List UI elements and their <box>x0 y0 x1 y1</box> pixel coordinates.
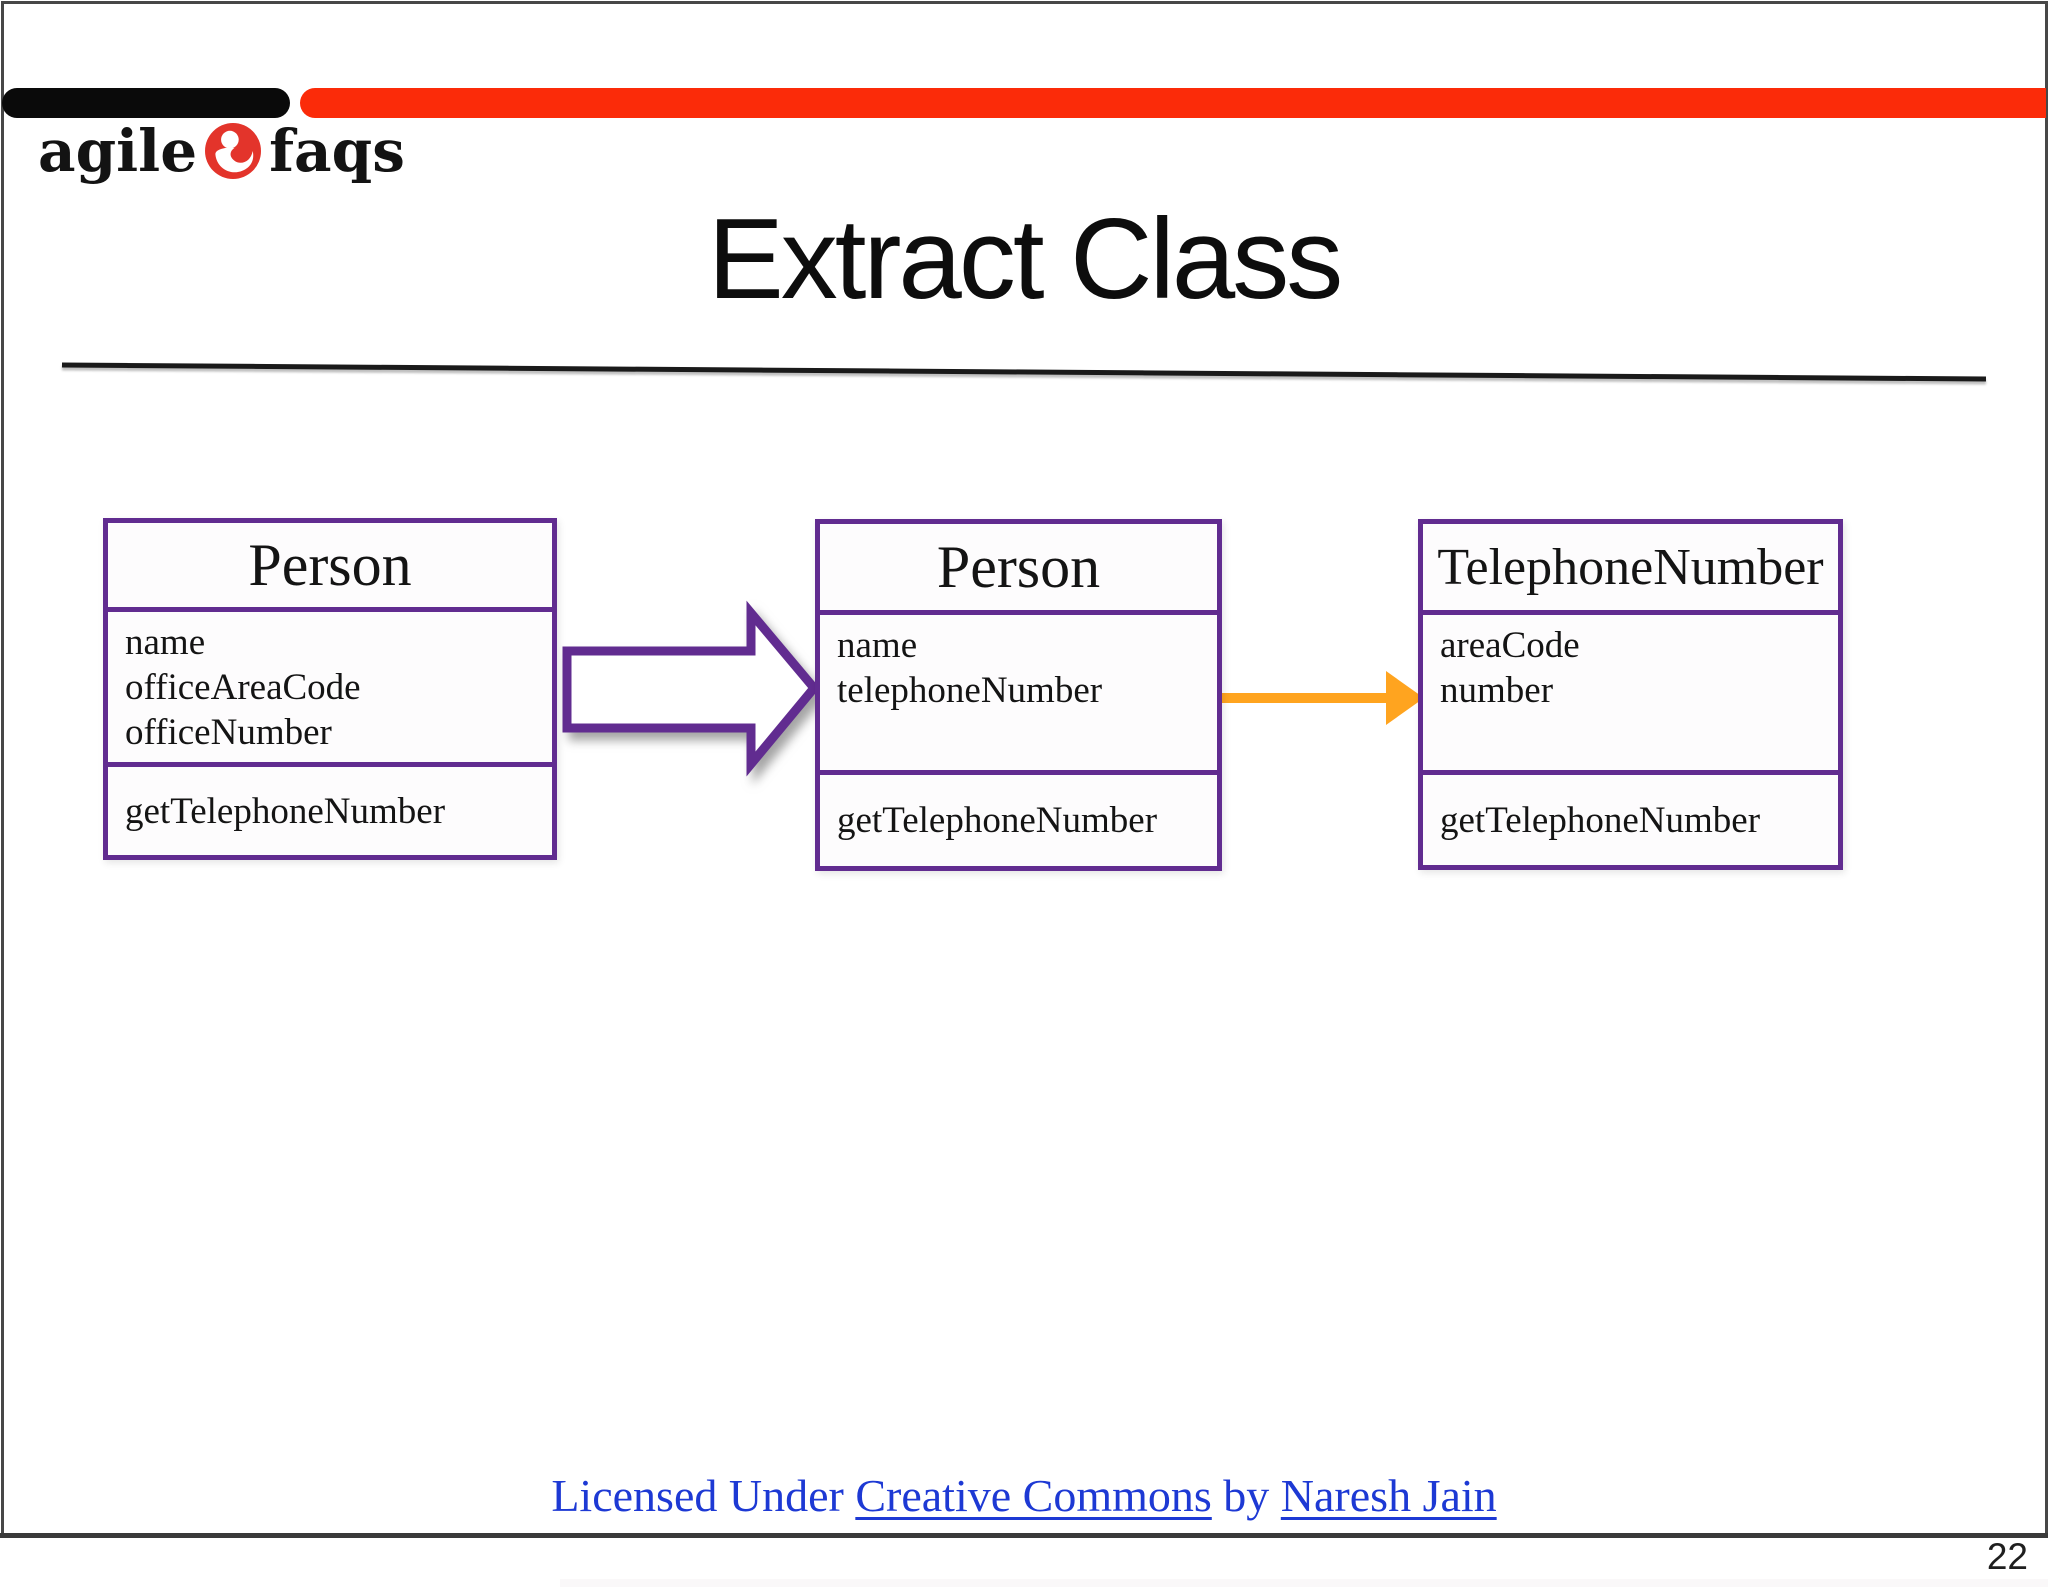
top-red-bar <box>300 88 2046 118</box>
class-name: TelephoneNumber <box>1423 524 1838 615</box>
class-attributes: name officeAreaCode officeNumber <box>108 612 552 767</box>
class-name: Person <box>108 523 552 612</box>
agilefaqs-logo-icon <box>205 123 262 179</box>
top-black-bar <box>2 88 290 118</box>
slide-bottom-divider <box>0 1533 2048 1538</box>
license-text: Licensed Under Creative Commons by Nares… <box>0 1470 2048 1523</box>
attribute: name <box>125 622 206 663</box>
logo-word-faqs: faqs <box>269 117 405 185</box>
naresh-jain-link[interactable]: Naresh Jain <box>1280 1470 1497 1521</box>
license-middle: by <box>1211 1470 1281 1521</box>
slide-title: Extract Class <box>707 196 1343 323</box>
bottom-strip <box>560 1579 2048 1587</box>
class-attributes: areaCode number <box>1423 615 1838 775</box>
attribute: officeNumber <box>125 712 332 753</box>
class-methods: getTelephoneNumber <box>1423 775 1838 865</box>
page-number: 22 <box>1986 1536 2028 1577</box>
class-box-telephonenumber: TelephoneNumber areaCode number getTelep… <box>1418 519 1843 870</box>
class-methods: getTelephoneNumber <box>820 775 1217 866</box>
attribute: number <box>1440 670 1554 711</box>
creative-commons-link[interactable]: Creative Commons <box>855 1470 1212 1521</box>
class-attributes: name telephoneNumber <box>820 615 1217 775</box>
logo-word-agile: agile <box>38 117 198 185</box>
attribute: name <box>837 625 918 666</box>
attribute: officeAreaCode <box>125 667 361 708</box>
license-prefix: Licensed Under <box>551 1470 856 1521</box>
class-box-person-before: Person name officeAreaCode officeNumber … <box>103 518 557 860</box>
class-name: Person <box>820 524 1217 615</box>
class-box-person-after: Person name telephoneNumber getTelephone… <box>815 519 1222 871</box>
attribute: telephoneNumber <box>837 670 1103 711</box>
method: getTelephoneNumber <box>125 790 446 832</box>
slide-frame <box>1 1 2048 1536</box>
method: getTelephoneNumber <box>837 800 1158 841</box>
attribute: areaCode <box>1440 625 1580 666</box>
class-methods: getTelephoneNumber <box>108 767 552 855</box>
method: getTelephoneNumber <box>1440 799 1761 841</box>
agilefaqs-logo: agile faqs <box>38 122 405 180</box>
